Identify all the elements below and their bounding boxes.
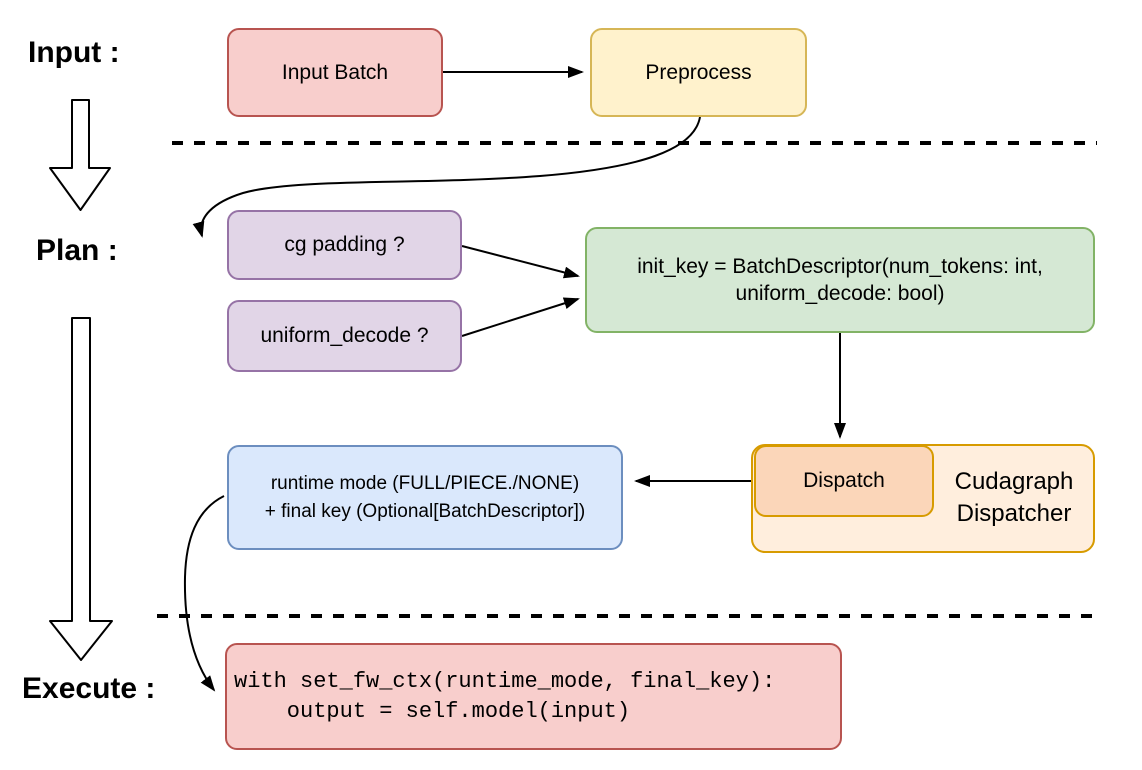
cg-padding-label: cg padding ? [284,233,405,256]
input-to-plan-hollow-arrow [49,99,111,211]
arrow-cg-padding-to-init-key [461,245,580,279]
cudagraph-dispatcher-line1: Cudagraph [954,468,1074,495]
runtime-mode-line2: + final key (Optional[BatchDescriptor]) [264,500,586,522]
input-batch-box: Input Batch [227,28,443,117]
arrow-runtime-mode-to-execute-code [183,495,225,692]
init-key-line1: init_key = BatchDescriptor(num_tokens: i… [637,255,1043,278]
dispatch-label: Dispatch [803,469,885,492]
preprocess-label: Preprocess [645,60,752,84]
arrow-uniform-decode-to-init-key [461,297,580,337]
arrow-preprocess-to-cg-padding [192,116,701,238]
plan-to-execute-hollow-arrow [49,317,113,661]
input-stage-label: Input : [28,36,120,69]
dispatch-box: Dispatch [754,445,934,517]
execute-stage-label: Execute : [22,672,156,705]
uniform-decode-box: uniform_decode ? [227,300,462,372]
execute-code-line2: output = self.model(input) [234,698,631,724]
cudagraph-dispatcher-label: Cudagraph Dispatcher [933,466,1095,530]
cg-padding-box: cg padding ? [227,210,462,280]
uniform-decode-label: uniform_decode ? [260,324,429,347]
runtime-mode-line1: runtime mode (FULL/PIECE./NONE) [270,472,580,494]
execute-code-line1: with set_fw_ctx(runtime_mode, final_key)… [234,668,776,694]
init-key-box: init_key = BatchDescriptor(num_tokens: i… [585,227,1095,333]
preprocess-box: Preprocess [590,28,807,117]
cudagraph-dispatcher-line2: Dispatcher [956,500,1072,527]
runtime-mode-box: runtime mode (FULL/PIECE./NONE) + final … [227,445,623,550]
plan-stage-label: Plan : [36,234,118,267]
execute-code-box: with set_fw_ctx(runtime_mode, final_key)… [225,643,842,750]
input-batch-label: Input Batch [281,60,389,84]
init-key-line2: uniform_decode: bool) [735,282,945,305]
